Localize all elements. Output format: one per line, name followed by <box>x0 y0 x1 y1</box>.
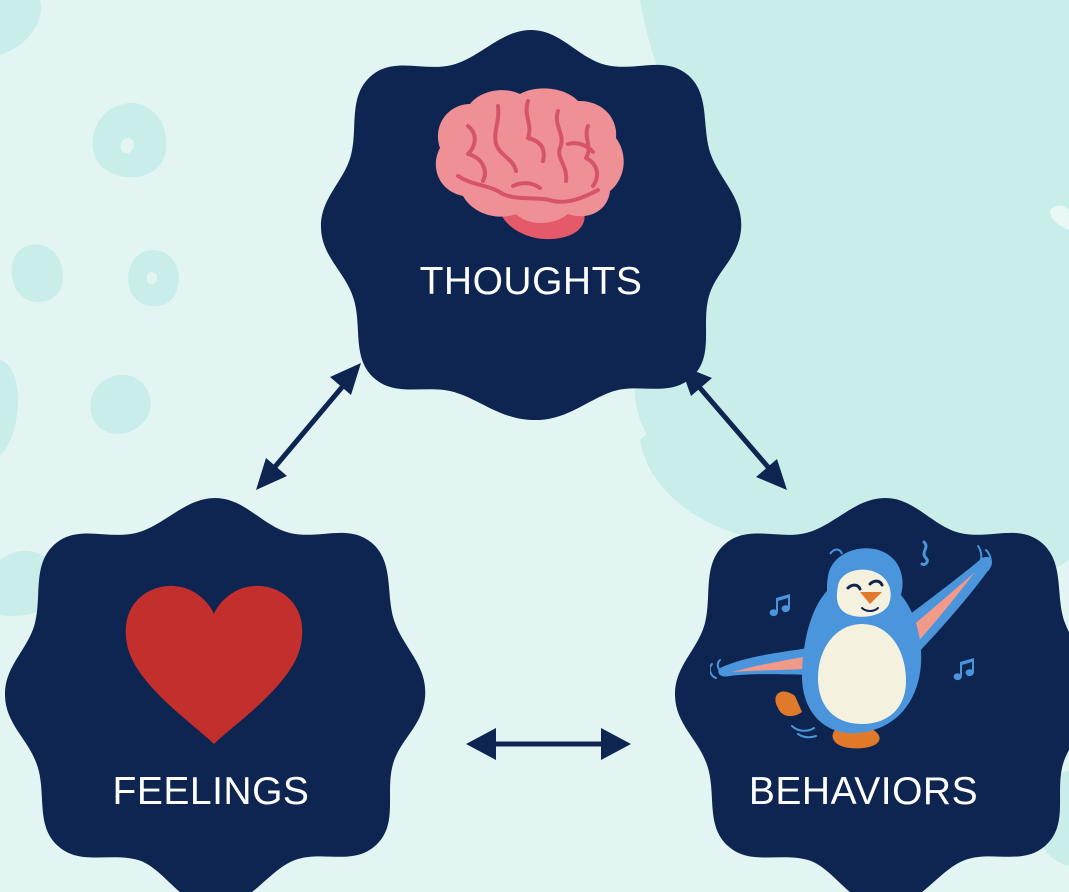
node-thoughts: THOUGHTS <box>316 20 746 420</box>
node-feelings: FEELINGS <box>0 488 430 892</box>
arrow-thoughts-feelings <box>256 363 361 490</box>
music-note-icons <box>769 540 974 681</box>
node-behaviors: BEHAVIORS <box>670 488 1069 892</box>
background-blob <box>0 0 41 55</box>
node-label-feelings: FEELINGS <box>112 770 310 813</box>
arrow-feelings-behaviors <box>466 728 631 760</box>
background-blob <box>640 414 839 540</box>
background-rings <box>11 103 179 435</box>
background-blob <box>0 360 18 455</box>
dancing-penguin-icon <box>710 540 993 749</box>
node-label-behaviors: BEHAVIORS <box>748 770 979 813</box>
heart-icon <box>125 585 303 744</box>
brain-icon <box>435 88 624 240</box>
node-label-thoughts: THOUGHTS <box>419 260 643 303</box>
